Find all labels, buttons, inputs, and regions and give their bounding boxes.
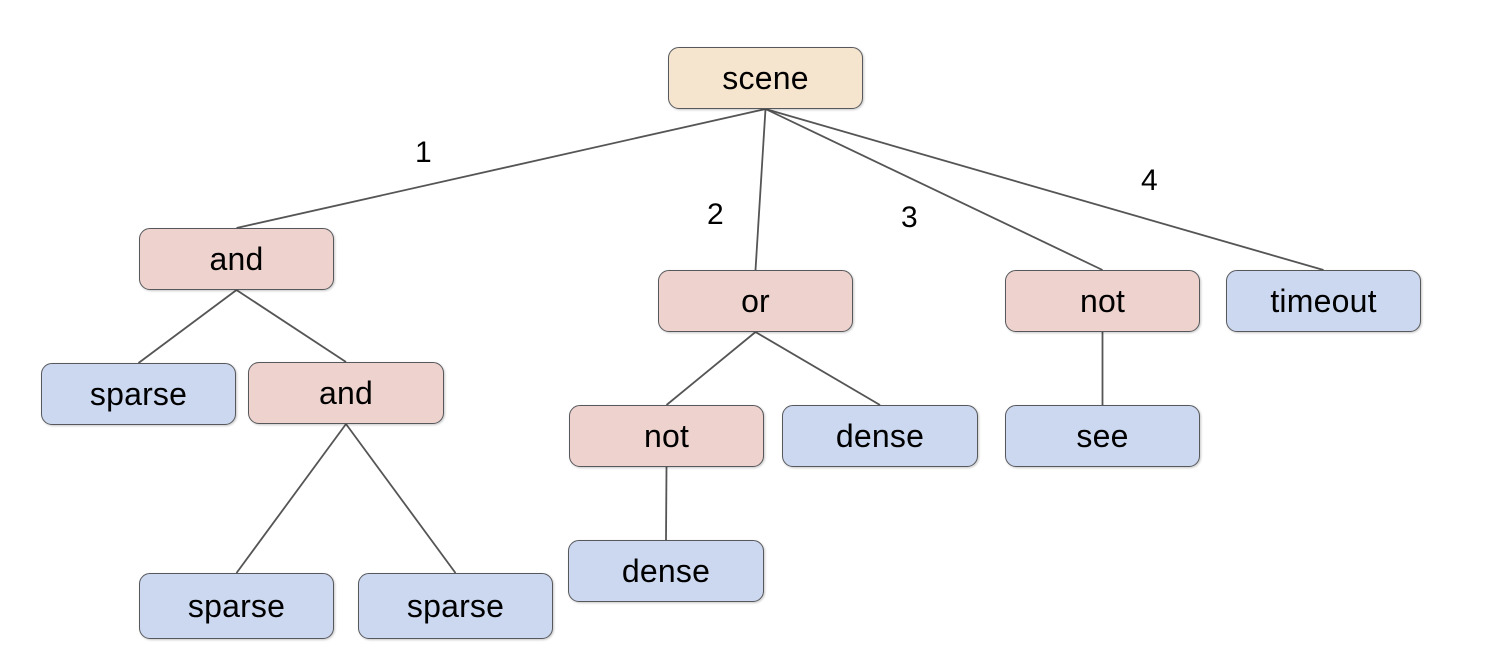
tree-node-sparse2[interactable]: sparse (139, 573, 334, 639)
tree-edge (765, 108, 1324, 271)
edge-label-4: 4 (1141, 164, 1158, 197)
tree-node-timeout[interactable]: timeout (1226, 270, 1421, 332)
tree-edge (755, 331, 881, 406)
tree-node-sparse3[interactable]: sparse (358, 573, 553, 639)
tree-node-and2[interactable]: and (248, 362, 444, 424)
tree-node-label: sparse (89, 376, 188, 412)
tree-edge (345, 423, 457, 574)
tree-edge (754, 108, 767, 271)
tree-node-label: scene (722, 60, 809, 96)
tree-node-label: not (643, 418, 690, 454)
edge-label-3: 3 (901, 201, 918, 234)
tree-node-label: dense (835, 418, 925, 454)
tree-node-not2[interactable]: not (569, 405, 764, 467)
tree-edge (236, 289, 347, 363)
edge-label-2: 2 (707, 198, 724, 231)
tree-edge (137, 289, 238, 364)
tree-node-dense2[interactable]: dense (568, 540, 764, 602)
tree-node-label: and (209, 241, 264, 277)
tree-edge (765, 108, 1103, 271)
tree-node-label: not (1079, 283, 1126, 319)
tree-node-see[interactable]: see (1005, 405, 1200, 467)
tree-node-and1[interactable]: and (139, 228, 334, 290)
tree-node-label: sparse (187, 588, 286, 624)
tree-node-label: timeout (1270, 283, 1377, 319)
tree-node-label: or (741, 283, 770, 319)
tree-node-label: sparse (406, 588, 505, 624)
tree-node-label: see (1076, 418, 1129, 454)
tree-node-or1[interactable]: or (658, 270, 853, 332)
edge-label-1: 1 (415, 136, 432, 169)
tree-node-dense1[interactable]: dense (782, 405, 978, 467)
tree-node-sparse1[interactable]: sparse (41, 363, 236, 425)
tree-node-label: and (319, 375, 373, 411)
tree-node-not3[interactable]: not (1005, 270, 1200, 332)
tree-edge (665, 331, 757, 406)
tree-edge (235, 423, 347, 574)
tree-edge (236, 108, 766, 229)
tree-node-scene[interactable]: scene (668, 47, 863, 109)
tree-node-label: dense (621, 553, 711, 589)
tree-edge (665, 466, 668, 541)
